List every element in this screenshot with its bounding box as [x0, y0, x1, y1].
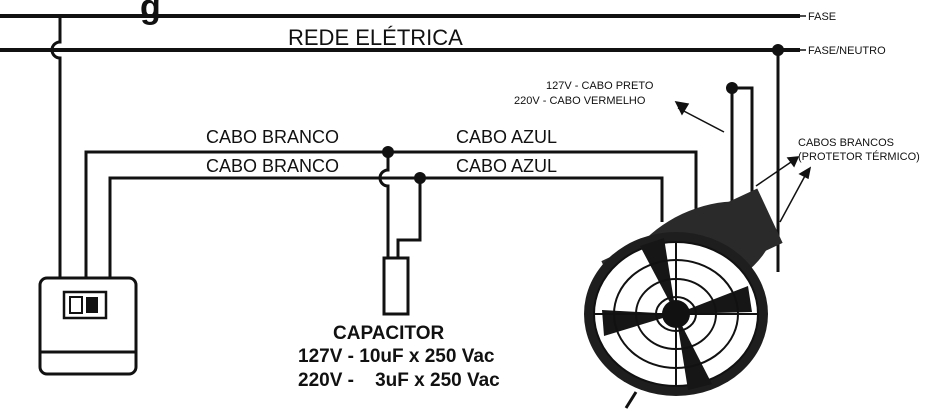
capacitor-spec-127: 127V - 10uF x 250 Vac	[298, 346, 495, 367]
cabo-vermelho-label: 220V - CABO VERMELHO	[514, 95, 646, 107]
capacitor-spec-220: 220V - 3uF x 250 Vac	[298, 370, 500, 391]
cabo-preto-label: 127V - CABO PRETO	[546, 80, 654, 92]
junctions	[382, 44, 784, 184]
white-wire-bottom	[108, 176, 420, 278]
cabo-branco-label-2: CABO BRANCO	[206, 156, 339, 176]
protetor-termico-label: (PROTETOR TÉRMICO)	[798, 150, 920, 163]
capacitor-lead-2	[396, 178, 422, 258]
capacitor-icon	[382, 256, 410, 316]
motor-lead-arrow	[674, 101, 725, 133]
switch-feed-wire	[50, 16, 62, 278]
white-wire-top	[84, 150, 388, 278]
blue-wire-top	[388, 150, 698, 226]
title-fragment: g	[140, 0, 161, 26]
mains-lines	[0, 14, 806, 52]
thermal-protector-arrows	[755, 156, 812, 223]
fase-label: FASE	[808, 11, 836, 23]
exhaust-fan-icon	[584, 188, 783, 409]
capacitor-title: CAPACITOR	[333, 323, 444, 344]
rede-eletrica-label: REDE ELÉTRICA	[288, 25, 463, 50]
cabo-azul-label-2: CABO AZUL	[456, 156, 557, 176]
fase-neutro-label: FASE/NEUTRO	[808, 45, 886, 57]
capacitor-lead-1	[378, 152, 390, 258]
cabo-azul-label-1: CABO AZUL	[456, 127, 557, 147]
blue-wire-bottom	[420, 176, 664, 222]
junction-dot	[414, 172, 426, 184]
junction-dot	[382, 146, 394, 158]
cabo-branco-label-1: CABO BRANCO	[206, 127, 339, 147]
cabos-brancos-label: CABOS BRANCOS	[798, 137, 894, 149]
junction-dot	[772, 44, 784, 56]
junction-dot	[726, 82, 738, 94]
wall-switch-icon	[38, 276, 138, 376]
